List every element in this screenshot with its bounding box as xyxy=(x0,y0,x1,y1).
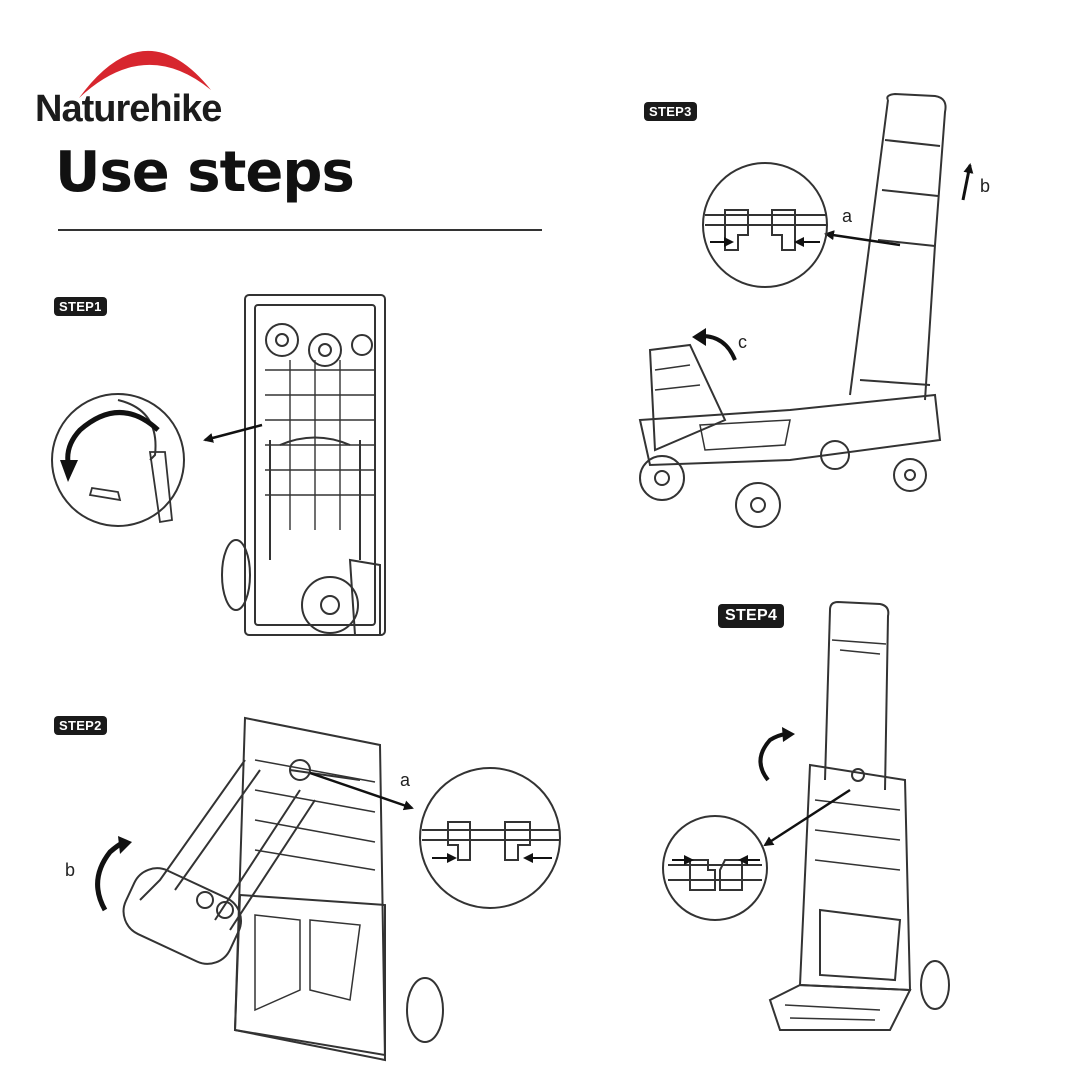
step3-zoom-circle xyxy=(702,162,828,288)
step3-label-c: c xyxy=(738,332,747,352)
step1-badge: STEP1 xyxy=(54,297,107,316)
brand-logo-arc xyxy=(79,50,211,98)
step4-pointer-arrow xyxy=(763,788,851,847)
step1-folded-trolley xyxy=(221,294,386,636)
step3-label-b: b xyxy=(980,176,991,196)
step3-cart xyxy=(638,92,947,528)
step2-label-b: b xyxy=(65,860,76,880)
step2-zoom-circle xyxy=(419,767,561,909)
step3-badge: STEP3 xyxy=(644,102,697,121)
step4-badge: STEP4 xyxy=(718,604,785,628)
rotate-arrow-icon xyxy=(65,410,160,463)
step2-pointer-arrow xyxy=(309,771,414,811)
step4-rotate-arrow-icon xyxy=(758,732,787,782)
step2-badge: STEP2 xyxy=(54,716,107,735)
brand-name: Naturehike xyxy=(35,88,222,130)
page-title: Use steps xyxy=(55,140,355,205)
step2-label-a: a xyxy=(400,770,411,790)
step3-label-a: a xyxy=(842,206,853,226)
step4-zoom-circle xyxy=(662,815,768,921)
step4-hand-truck xyxy=(768,600,950,1031)
step2-trolley xyxy=(122,716,444,1062)
rotate-arrow-head xyxy=(60,460,78,482)
step3-up-arrow xyxy=(961,163,974,201)
title-divider xyxy=(58,229,542,231)
step3-pointer-arrow xyxy=(824,230,901,247)
step1-pointer-arrow xyxy=(203,423,263,443)
